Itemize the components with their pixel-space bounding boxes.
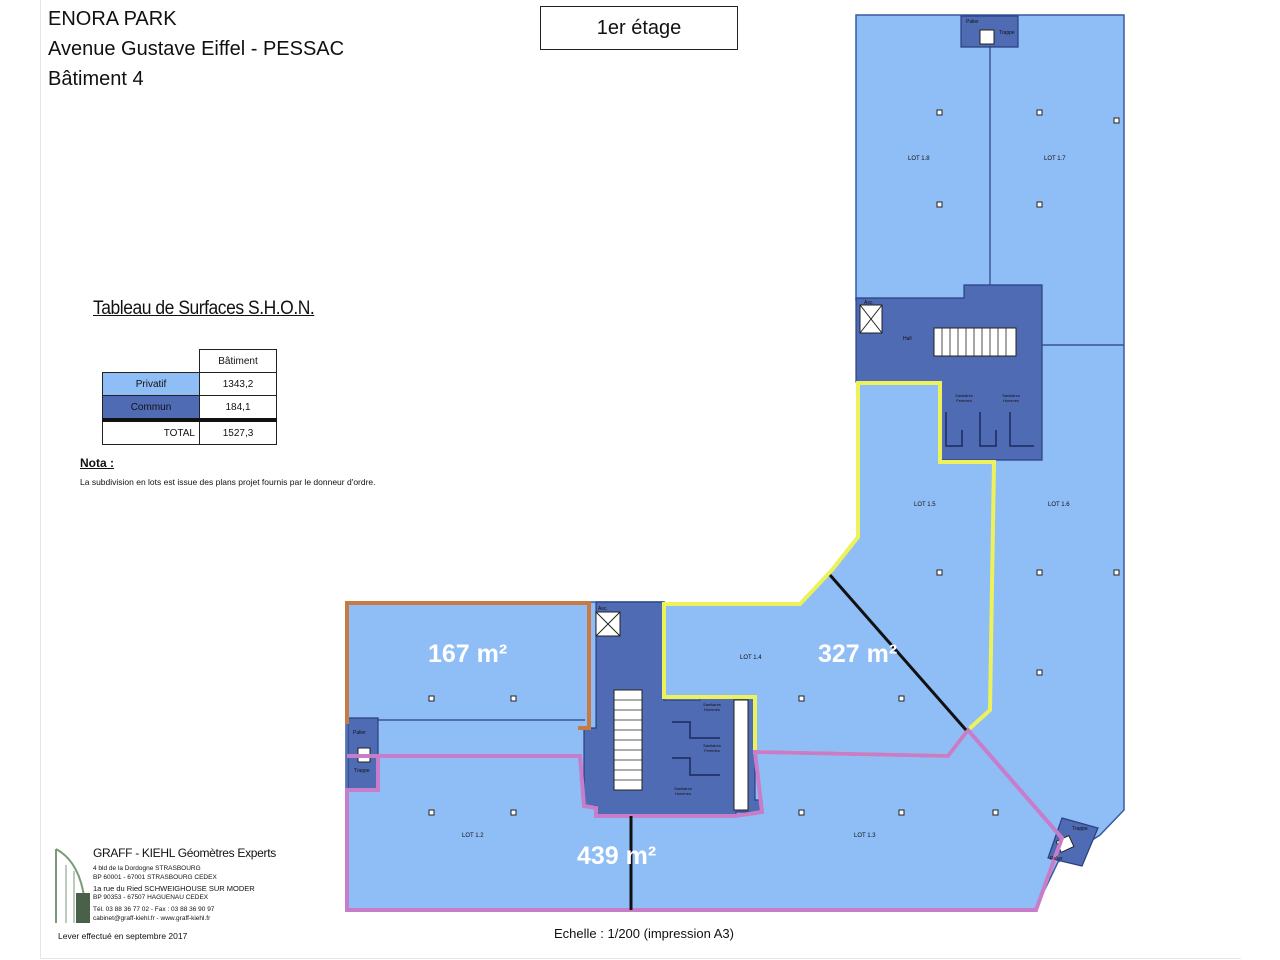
room-palier-left: Palier [353,730,366,736]
stairs [613,327,1017,811]
room-hall: Hall [903,336,912,342]
room-trappe-left: Trappe [354,768,370,774]
lot-label-1-2: LOT 1.2 [462,833,484,839]
partitions [346,45,1124,721]
company-name: GRAFF - KIEHL Géomètres Experts [93,846,276,860]
area-label-327: 327 m² [818,640,898,668]
table-row: Privatif 1343,2 [102,372,277,396]
room-trappe-top: Trappe [999,30,1015,36]
surface-table-title: Tableau de Surfaces S.H.O.N. [93,298,315,319]
nota-title: Nota : [80,456,114,470]
room-sanitaires-hommes-mid: Sanitaires Hommes [703,702,721,712]
address-line-2: BP 60001 - 67001 STRASBOURG CEDEX [93,874,217,881]
outline-439 [345,726,1065,912]
nota-text: La subdivision en lots est issue des pla… [80,477,376,487]
address-line-6: cabinet@graff-kiehl.fr - www.graff-kiehl… [93,915,211,922]
building-name: Bâtiment 4 [48,68,144,90]
address-line-4: BP 90353 - 67507 HAGUENAU CEDEX [93,894,209,901]
column-header: Bâtiment [199,349,277,373]
column-markers [428,109,1120,816]
table-row: TOTAL 1527,3 [102,418,277,445]
address-line-5: Tél. 03 88 36 77 02 - Fax : 03 88 36 90 … [93,906,215,913]
row-label-privatif: Privatif [102,372,200,396]
floor-label: 1er étage [540,6,738,50]
room-sanitaires-hommes-bottom: Sanitaires Hommes [674,786,692,796]
surface-table: Bâtiment Privatif 1343,2 Commun 184,1 TO… [102,349,277,445]
address-line-3: 1a rue du Ried SCHWEIGHOUSE SUR MODER [93,884,255,893]
row-label-total: TOTAL [102,418,200,445]
table-row: Commun 184,1 [102,395,277,421]
row-label-commun: Commun [102,395,200,421]
area-label-439: 439 m² [577,842,657,870]
room-sanitaires-femmes-top: Sanitaires Femmes [955,393,973,403]
lot-label-1-3: LOT 1.3 [854,833,876,839]
scale-note: Echelle : 1/200 (impression A3) [554,926,734,941]
lot-label-1-6: LOT 1.6 [1048,502,1070,508]
lot-label-1-8: LOT 1.8 [908,156,930,162]
lot-label-1-4: LOT 1.4 [740,655,762,661]
row-value-commun: 184,1 [199,395,277,421]
room-palier-right: Palier [1050,856,1063,862]
room-sanitaires-femmes-mid: Sanitaires Femmes [703,743,721,753]
address-line-1: 4 bld de la Dordogne STRASBOURG [93,865,201,872]
row-value-privatif: 1343,2 [199,372,277,396]
room-trappe-right: Trappe [1072,826,1088,832]
room-palier-top: Palier [966,19,979,25]
lot-label-1-5: LOT 1.5 [914,502,936,508]
lot-label-1-7: LOT 1.7 [1044,156,1066,162]
room-sanitaires-hommes-top: Sanitaires Hommes [1002,393,1020,403]
site-name: ENORA PARK [48,8,177,30]
sanitary-walls [672,412,1034,776]
room-asc-top: Asc. [864,300,874,306]
survey-date: Lever effectué en septembre 2017 [58,931,188,941]
lot-dividers [629,574,968,910]
room-asc-bottom: Asc. [598,606,608,612]
row-value-total: 1527,3 [199,418,277,445]
area-label-167: 167 m² [428,640,508,668]
site-address: Avenue Gustave Eiffel - PESSAC [48,38,345,60]
graff-kiehl-logo [55,848,90,924]
lot-outlines [345,381,1065,912]
outline-167 [345,601,591,730]
